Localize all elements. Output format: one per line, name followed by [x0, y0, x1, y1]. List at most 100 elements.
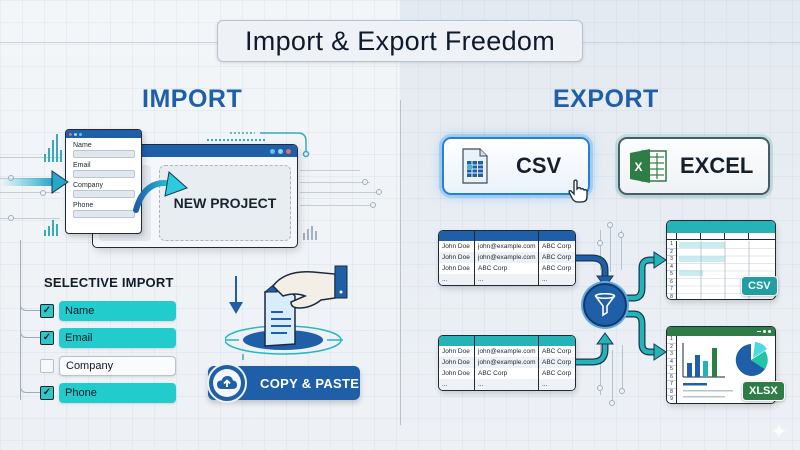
- circuit-line: [300, 192, 378, 193]
- title-rule-right: [583, 42, 800, 43]
- circuit-line: [610, 222, 611, 272]
- circuit-node: [609, 400, 615, 406]
- field-label-company: Company: [73, 182, 103, 189]
- company-field[interactable]: [73, 190, 135, 198]
- mini-bar-chart-icon: [44, 134, 62, 162]
- mini-bar-chart-icon: [303, 226, 317, 240]
- table-header: [439, 231, 575, 241]
- cloud-upload-icon: [217, 376, 237, 389]
- excel-export-button[interactable]: X EXCEL: [618, 137, 770, 195]
- excel-button-label: EXCEL: [680, 153, 754, 178]
- circuit-line: [300, 182, 370, 183]
- sheet-header-bar: [667, 327, 775, 336]
- page-title: Import & Export Freedom: [244, 25, 555, 56]
- circuit-line: [300, 205, 372, 206]
- field-label-email: Email: [73, 162, 91, 169]
- hand-document-drop-icon: [225, 265, 348, 360]
- pointer-hand-cursor-icon: [568, 179, 588, 203]
- sparkle-icon: [772, 424, 786, 438]
- sheet-header-bar: [667, 221, 775, 233]
- circuit-node: [597, 385, 603, 391]
- csv-file-icon: [462, 148, 488, 184]
- selective-item-phone[interactable]: Phone: [59, 383, 176, 403]
- phone-field[interactable]: [73, 210, 135, 218]
- title-rule-left: [0, 42, 217, 43]
- circuit-node: [362, 179, 368, 185]
- new-project-dropzone[interactable]: NEW PROJECT: [159, 165, 291, 241]
- circuit-line: [600, 345, 601, 395]
- window-titlebar: [93, 145, 297, 157]
- csv-badge: CSV: [741, 276, 778, 296]
- name-checkbox[interactable]: ✓: [40, 304, 54, 318]
- section-divider: [400, 100, 401, 425]
- import-form-window: Name Email Company Phone: [65, 129, 142, 234]
- circuit-line: [600, 230, 601, 270]
- table-header: [439, 336, 575, 346]
- funnel-icon: [594, 293, 616, 317]
- tree-branch: [20, 328, 40, 338]
- circuit-line: [621, 230, 622, 270]
- circuit-line: [0, 192, 60, 193]
- tree-branch: [20, 301, 40, 311]
- table-row: .........: [439, 379, 575, 390]
- selective-item-email[interactable]: Email: [59, 328, 176, 348]
- window-titlebar: [66, 130, 141, 138]
- svg-text:X: X: [635, 160, 643, 174]
- filter-funnel-button[interactable]: [583, 283, 627, 327]
- email-checkbox[interactable]: ✓: [40, 331, 54, 345]
- circuit-line: [622, 345, 623, 390]
- export-heading: EXPORT: [553, 85, 659, 113]
- table-row: .........: [439, 274, 575, 285]
- name-field[interactable]: [73, 150, 135, 158]
- import-heading: IMPORT: [142, 85, 243, 113]
- teal-circuit-trace-icon: [207, 132, 310, 158]
- xlsx-chart-preview-icon: [682, 342, 768, 398]
- circuit-line: [0, 157, 60, 158]
- flow-arrows-icon: [576, 251, 667, 366]
- field-label-name: Name: [73, 142, 92, 149]
- company-checkbox[interactable]: [40, 359, 54, 373]
- circuit-node: [370, 202, 376, 208]
- copy-paste-button[interactable]: COPY & PASTE: [207, 363, 360, 403]
- selective-item-company[interactable]: Company: [59, 356, 176, 376]
- new-project-label: NEW PROJECT: [173, 195, 277, 211]
- field-label-phone: Phone: [73, 202, 94, 209]
- circuit-node: [40, 190, 46, 196]
- csv-export-button[interactable]: CSV: [442, 137, 590, 203]
- import-arrow-icon: [0, 170, 69, 194]
- mini-bar-chart-icon: [44, 220, 58, 236]
- phone-checkbox[interactable]: ✓: [40, 386, 54, 400]
- email-field[interactable]: [73, 170, 135, 178]
- excel-logo-icon: X: [630, 149, 667, 183]
- circuit-line: [612, 350, 613, 405]
- selective-item-name[interactable]: Name: [59, 301, 176, 321]
- circuit-node: [8, 215, 14, 221]
- xlsx-badge: XLSX: [742, 381, 785, 401]
- tree-branch: [20, 383, 40, 393]
- circuit-node: [619, 388, 625, 394]
- circuit-node: [618, 232, 624, 238]
- circuit-node: [597, 240, 603, 246]
- copy-paste-label: COPY & PASTE: [260, 375, 360, 391]
- selective-tree-line: [20, 240, 40, 400]
- circuit-line: [300, 170, 360, 171]
- selective-import-heading: SELECTIVE IMPORT: [44, 275, 174, 290]
- sheet-column-headers: [667, 233, 775, 240]
- csv-button-label: CSV: [516, 153, 562, 178]
- title-banner: Import & Export Freedom: [217, 20, 583, 62]
- circuit-node: [376, 189, 382, 195]
- circuit-node: [607, 222, 613, 228]
- cloud-upload-icon-wrap: [207, 363, 247, 403]
- curved-arrow-icon: [133, 171, 188, 213]
